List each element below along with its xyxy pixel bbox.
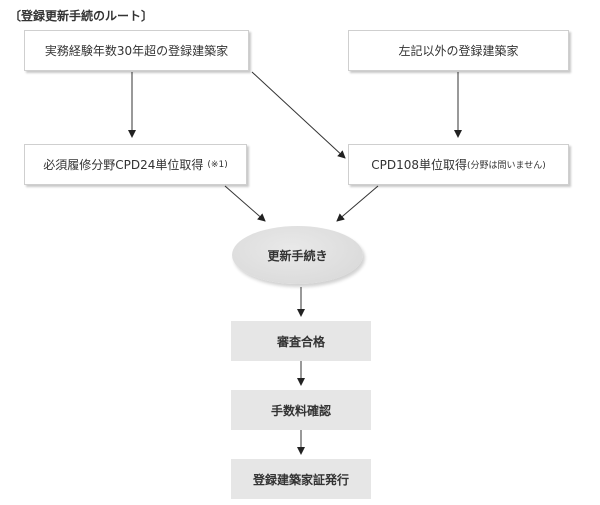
node-review-label: 審査合格 (276, 334, 325, 349)
node-experienced-label: 実務経験年数30年超の登録建築家 (44, 44, 229, 58)
node-certificate-issue: 登録建築家証発行 (231, 459, 371, 499)
node-required-cpd24: 必須履修分野CPD24単位取得 (※1) (24, 144, 247, 185)
node-required-cpd-label: 必須履修分野CPD24単位取得 (43, 158, 204, 172)
arrow-experienced-to-cpd108 (251, 71, 346, 159)
node-cpd108: CPD108単位取得 (分野は問いません) (348, 144, 569, 185)
node-review-passed: 審査合格 (231, 321, 371, 361)
node-other-architect: 左記以外の登録建築家 (348, 30, 569, 71)
node-cpd108-note: (分野は問いません) (467, 161, 546, 171)
arrow-required-to-renewal (224, 185, 266, 222)
node-certificate-label: 登録建築家証発行 (252, 472, 349, 487)
node-experienced-architect: 実務経験年数30年超の登録建築家 (24, 30, 249, 71)
node-fee-confirmation: 手数料確認 (231, 390, 371, 430)
node-required-cpd-note: (※1) (207, 159, 228, 170)
node-others-label: 左記以外の登録建築家 (398, 44, 519, 58)
arrow-cpd108-to-renewal (336, 185, 379, 222)
node-cpd108-label: CPD108単位取得 (371, 158, 467, 172)
node-renewal-procedure: 更新手続き (232, 226, 363, 284)
node-renewal-label: 更新手続き (267, 248, 328, 263)
diagram-title: 〔登録更新手続のルート〕 (9, 9, 154, 23)
node-fee-label: 手数料確認 (270, 403, 331, 418)
